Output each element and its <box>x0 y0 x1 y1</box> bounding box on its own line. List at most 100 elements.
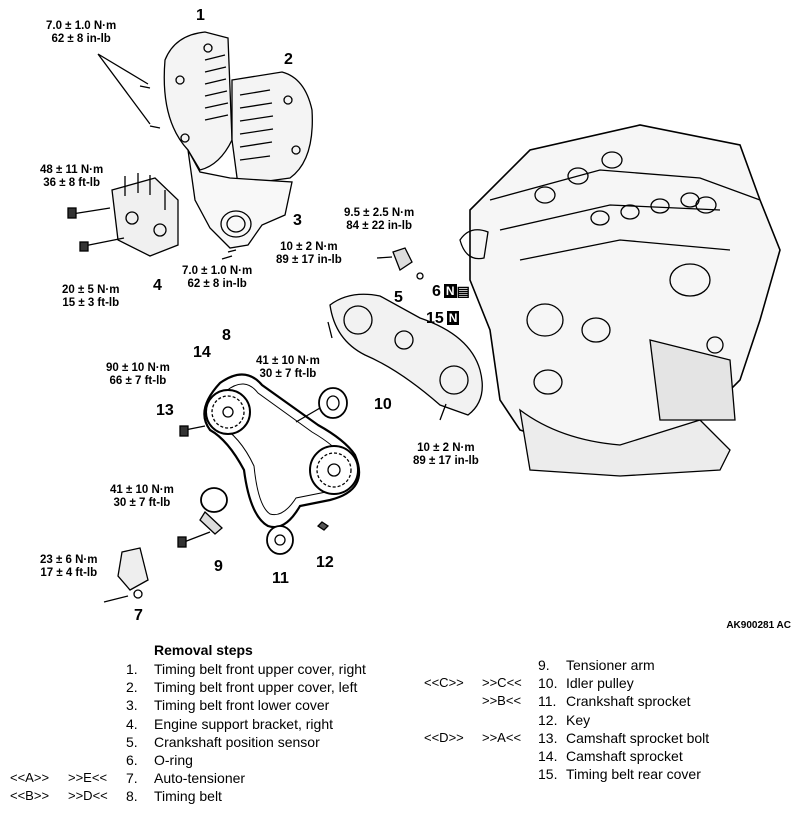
torque-spec-sensor-bolt: 9.5 ± 2.5 N·m 84 ± 22 in-lb <box>344 207 414 233</box>
front-lower-cover <box>187 149 293 249</box>
removal-mark: >>B<< <box>482 693 522 709</box>
step-number: 15. <box>538 766 558 783</box>
step-text: Timing belt front upper cover, right <box>154 661 366 677</box>
torque-spec-cam-sprocket-bolt: 90 ± 10 N·m 66 ± 7 ft-lb <box>106 362 170 388</box>
step-text: Timing belt front upper cover, left <box>154 679 358 696</box>
removal-step: 7. Auto-tensioner <box>126 769 245 787</box>
step-number: 5. <box>126 733 138 750</box>
callout-13: 13 <box>156 402 174 419</box>
callout-2: 2 <box>284 51 293 68</box>
torque-nm: 41 ± 10 N·m <box>256 355 320 367</box>
step-text: Timing belt rear cover <box>566 766 701 783</box>
removal-step: 2. Timing belt front upper cover, left <box>126 678 357 696</box>
callout-3: 3 <box>293 212 302 229</box>
oil-can-icon: ▤ <box>456 283 470 299</box>
torque-nm: 48 ± 11 N·m <box>40 164 104 176</box>
step-text: Camshaft sprocket <box>566 748 683 764</box>
torque-imperial: 17 ± 4 ft-lb <box>40 567 98 579</box>
step-text: Engine support bracket, right <box>154 715 333 732</box>
removal-step: 5. Crankshaft position sensor <box>126 733 320 751</box>
torque-imperial: 30 ± 7 ft-lb <box>113 497 171 509</box>
step-number: 3. <box>126 697 138 714</box>
step-number: 13. <box>538 729 558 746</box>
timing-belt-rear-cover <box>329 293 483 416</box>
front-upper-cover-left <box>231 71 313 186</box>
step-number: 8. <box>126 788 138 805</box>
removal-mark: >>C<< <box>482 675 522 691</box>
callout-14: 14 <box>193 344 211 361</box>
step-text: Tensioner arm <box>566 657 655 673</box>
step-number: 7. <box>126 770 138 787</box>
removal-step: 12. Key <box>538 711 590 729</box>
callout-12: 12 <box>316 554 334 571</box>
step-text: Timing belt front lower cover <box>154 697 330 714</box>
torque-nm: 10 ± 2 N·m <box>417 442 475 454</box>
torque-nm: 10 ± 2 N·m <box>280 241 338 253</box>
callout-8: 8 <box>222 327 231 344</box>
removal-steps-title: Removal steps <box>154 642 253 658</box>
torque-nm: 20 ± 5 N·m <box>62 284 120 296</box>
step-number: 14. <box>538 748 558 764</box>
step-text: Crankshaft sprocket <box>566 693 691 710</box>
torque-nm: 90 ± 10 N·m <box>106 362 170 374</box>
step-number: 6. <box>126 752 138 768</box>
step-number: 9. <box>538 657 550 673</box>
removal-step: 13. Camshaft sprocket bolt <box>538 729 709 747</box>
removal-step: 10.Idler pulley <box>538 674 634 692</box>
torque-imperial: 84 ± 22 in-lb <box>346 220 412 232</box>
engine-assembly <box>459 124 781 477</box>
step-text: Camshaft sprocket bolt <box>566 729 710 746</box>
torque-spec-idler-pulley-bolt: 41 ± 10 N·m 30 ± 7 ft-lb <box>256 355 320 381</box>
step-text: Crankshaft position sensor <box>154 733 320 750</box>
removal-mark: >>E<< <box>68 770 108 786</box>
callout-5: 5 <box>394 289 403 306</box>
exploded-view-diagram <box>67 31 781 603</box>
torque-imperial: 15 ± 3 ft-lb <box>62 297 120 309</box>
callout-9: 9 <box>214 558 223 575</box>
step-number: 11. <box>538 693 557 710</box>
removal-step: 9. Tensioner arm <box>538 656 655 674</box>
step-text: Timing belt <box>154 788 222 805</box>
removal-step: 4. Engine support bracket, right <box>126 715 333 733</box>
torque-spec-cover-bolts-upper: 7.0 ± 1.0 N·m 62 ± 8 in-lb <box>46 20 116 46</box>
torque-spec-rear-cover-bolt-upper: 10 ± 2 N·m 89 ± 17 in-lb <box>276 241 342 267</box>
installation-mark: <<A>> <box>10 770 50 786</box>
torque-spec-rear-cover-bolt-lower: 10 ± 2 N·m 89 ± 17 in-lb <box>413 442 479 468</box>
callout-6-number: 6 <box>432 283 441 300</box>
torque-spec-bracket-lower-bolt: 20 ± 5 N·m 15 ± 3 ft-lb <box>62 284 119 310</box>
torque-imperial: 66 ± 7 ft-lb <box>109 375 167 387</box>
callout-7: 7 <box>134 607 143 624</box>
removal-step: 11. Crankshaft sprocket <box>538 692 691 710</box>
removal-step: 8. Timing belt <box>126 787 222 805</box>
callout-11: 11 <box>272 570 289 587</box>
torque-imperial: 89 ± 17 in-lb <box>413 455 479 467</box>
torque-imperial: 36 ± 8 ft-lb <box>43 177 100 189</box>
callout-1: 1 <box>196 7 205 24</box>
removal-step: 1. Timing belt front upper cover, right <box>126 660 366 678</box>
removal-step: 15. Timing belt rear cover <box>538 765 701 783</box>
torque-nm: 7.0 ± 1.0 N·m <box>182 265 253 277</box>
removal-mark: >>A<< <box>482 729 522 745</box>
torque-imperial: 62 ± 8 in-lb <box>51 33 111 45</box>
step-text: O-ring <box>154 752 193 768</box>
nissan-box-icon: N <box>446 311 460 325</box>
removal-step: 14. Camshaft sprocket <box>538 747 683 765</box>
torque-spec-lower-cover-bolts: 7.0 ± 1.0 N·m 62 ± 8 in-lb <box>182 265 252 291</box>
step-text: Key <box>566 711 591 728</box>
step-number: 4. <box>126 715 138 732</box>
front-upper-cover-right <box>163 31 233 171</box>
torque-spec-bracket-bolts: 48 ± 11 N·m 36 ± 8 ft-lb <box>40 164 103 190</box>
torque-imperial: 30 ± 7 ft-lb <box>259 368 317 380</box>
callout-4: 4 <box>153 277 162 294</box>
torque-nm: 41 ± 10 N·m <box>110 484 174 496</box>
step-number: 1. <box>126 661 138 677</box>
removal-step: 3. Timing belt front lower cover <box>126 696 329 714</box>
step-number: 2. <box>126 679 138 696</box>
torque-imperial: 62 ± 8 in-lb <box>187 278 247 290</box>
step-number: 10. <box>538 675 558 692</box>
step-number: 12. <box>538 711 558 728</box>
torque-imperial: 89 ± 17 in-lb <box>276 254 342 266</box>
removal-step: 6. O-ring <box>126 751 193 769</box>
step-text: Auto-tensioner <box>154 770 246 787</box>
